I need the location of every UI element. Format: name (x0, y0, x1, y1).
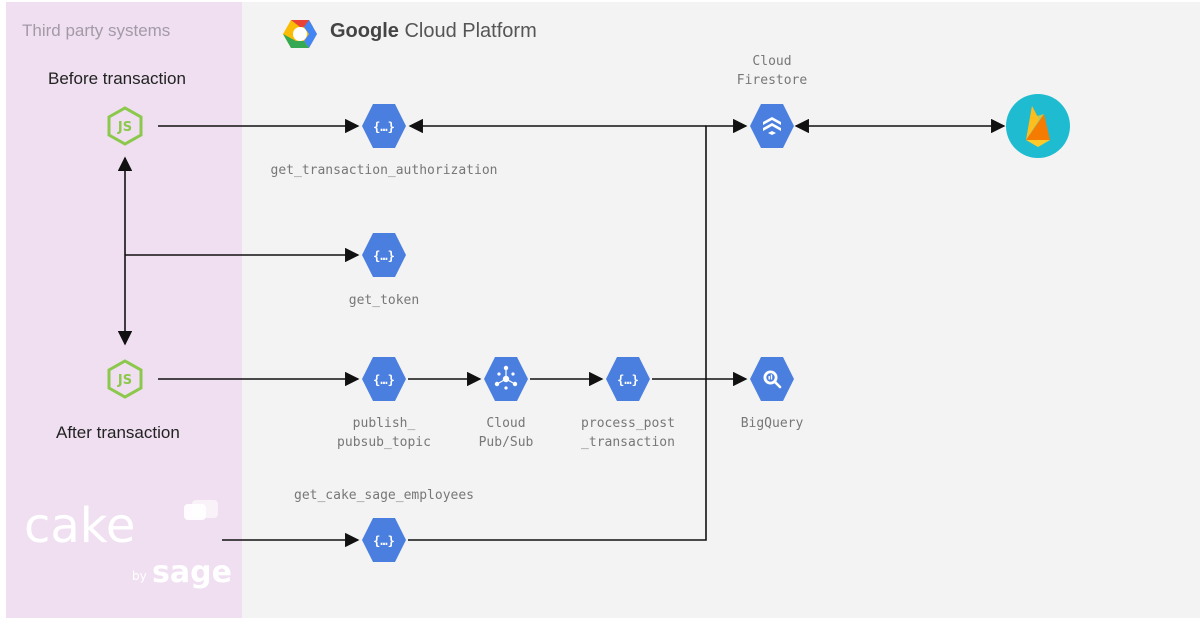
svg-text:{…}: {…} (373, 373, 395, 387)
by-wordmark: by (132, 569, 147, 583)
sage-wordmark: sage (152, 555, 232, 590)
svg-text:JS: JS (117, 373, 132, 388)
gcp-title: Google Cloud Platform (330, 20, 537, 42)
get-token-label: get_token (348, 293, 420, 308)
edge-employees-to-firestore (408, 118, 748, 541)
pubsub-icon (484, 357, 528, 401)
process-post-transaction-label: process_post_transaction (581, 416, 675, 450)
third-party-label: Third party systems (22, 21, 171, 40)
publish-pubsub-topic-label: publish_pubsub_topic (337, 416, 431, 450)
svg-text:{…}: {…} (373, 534, 395, 548)
cake-by-sage-logo: cake by sage (24, 498, 232, 590)
get-cake-sage-employees-label: get_cake_sage_employees (293, 488, 475, 503)
firebase-icon (1006, 94, 1070, 158)
svg-text:{…}: {…} (373, 120, 395, 134)
nodejs-icon-after: JS (107, 359, 143, 399)
cloud-functions-icon-employees: {…} (362, 518, 406, 562)
firestore-icon (750, 104, 794, 148)
after-transaction-label: After transaction (56, 423, 180, 442)
cake-wordmark: cake (24, 498, 135, 554)
bigquery-label: BigQuery (740, 416, 804, 431)
cloud-functions-icon-token: {…} (362, 233, 406, 277)
before-transaction-label: Before transaction (48, 69, 186, 88)
svg-text:JS: JS (117, 120, 132, 135)
nodejs-icon-before: JS (107, 106, 143, 146)
get-transaction-authorization-label: get_transaction_authorization (270, 163, 498, 178)
cloud-functions-icon-process: {…} (606, 357, 650, 401)
cloud-functions-icon-publish: {…} (362, 357, 406, 401)
gcp-logo-icon (283, 20, 317, 48)
svg-text:{…}: {…} (617, 373, 639, 387)
svg-text:{…}: {…} (373, 249, 395, 263)
cloud-functions-icon-auth: {…} (362, 104, 406, 148)
bigquery-icon (750, 357, 794, 401)
